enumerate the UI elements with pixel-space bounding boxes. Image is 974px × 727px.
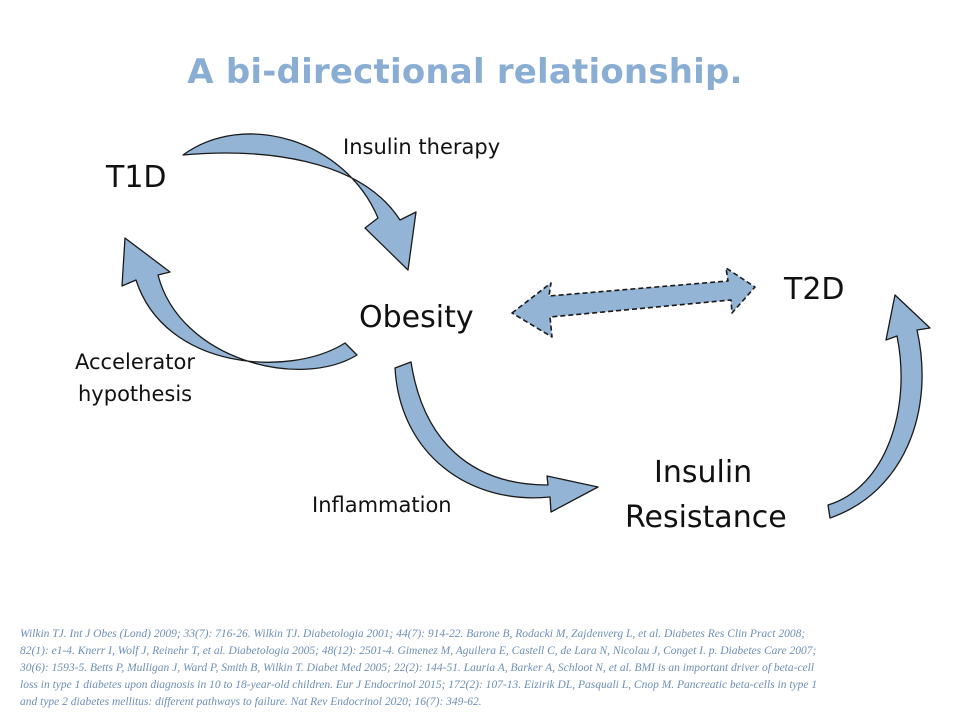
arrow-accelerator-hypothesis [121, 237, 358, 370]
node-insulin-resistance-line2: Resistance [625, 500, 787, 535]
edge-label-accelerator-line2: hypothesis [78, 382, 193, 406]
reference-line: Wilkin TJ. Int J Obes (Lond) 2009; 33(7)… [20, 628, 806, 640]
node-t1d: T1D [106, 160, 167, 195]
slide-title: A bi-directional relationship. [187, 52, 743, 92]
edge-label-insulin-therapy: Insulin therapy [343, 135, 501, 159]
arrow-insulin-therapy [182, 133, 417, 271]
arrow-inflammation [394, 361, 599, 513]
edge-label-inflammation: Inflammation [312, 493, 452, 517]
arrow-obesity-t2d-bidirectional [511, 267, 756, 338]
edge-label-accelerator-line1: Accelerator [75, 350, 195, 374]
node-insulin-resistance-line1: Insulin [654, 455, 753, 490]
reference-line: 82(1): e1-4. Knerr I, Wolf J, Reinehr T,… [20, 645, 817, 657]
reference-line: loss in type 1 diabetes upon diagnosis i… [20, 679, 818, 691]
references: Wilkin TJ. Int J Obes (Lond) 2009; 33(7)… [20, 626, 970, 711]
node-obesity: Obesity [359, 300, 474, 335]
arrow-insulin-resistance-to-t2d [827, 294, 931, 519]
reference-line: and type 2 diabetes mellitus: different … [20, 696, 482, 708]
node-t2d: T2D [784, 272, 845, 307]
reference-line: 30(6): 1593-5. Betts P, Mulligan J, Ward… [20, 662, 815, 674]
